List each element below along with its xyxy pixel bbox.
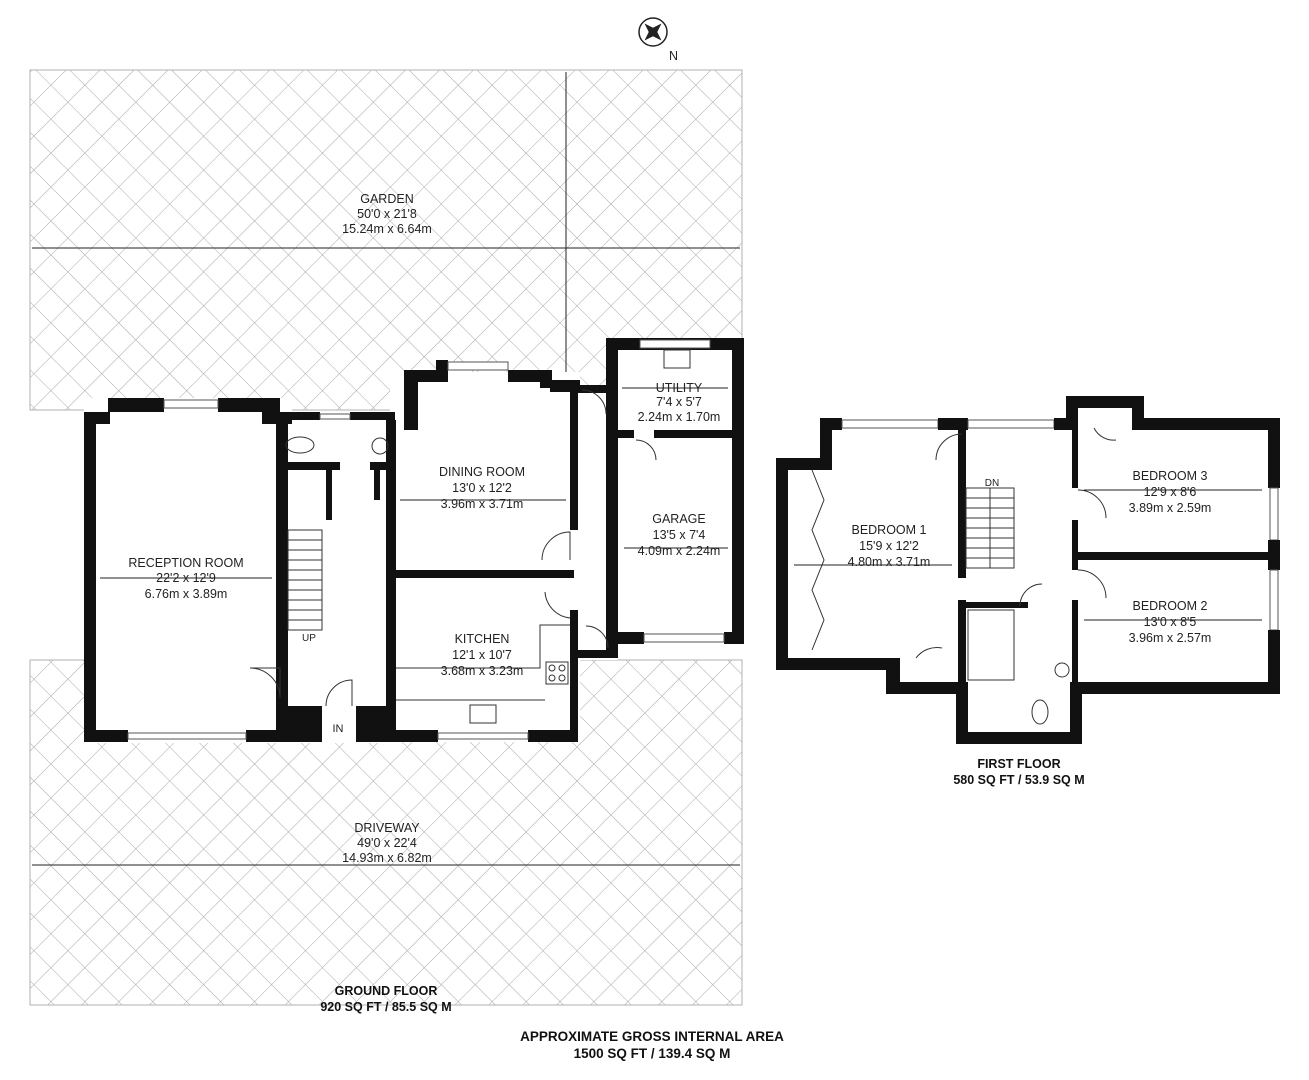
dining-room-imperial: 13'0 x 12'2: [452, 481, 512, 495]
ground-staircase: [287, 529, 323, 631]
stairs-up-label: UP: [302, 633, 316, 644]
first-floor-area: 580 SQ FT / 53.9 SQ M: [953, 773, 1084, 787]
bedroom-2-metric: 3.96m x 2.57m: [1129, 631, 1212, 645]
garage-imperial: 13'5 x 7'4: [653, 528, 706, 542]
bedroom-3-metric: 3.89m x 2.59m: [1129, 501, 1212, 515]
bedroom-1-name: BEDROOM 1: [851, 523, 926, 537]
first-floor-staircase: [965, 487, 1015, 569]
compass-icon: [638, 17, 668, 47]
ground-floor-plan: [84, 338, 744, 743]
utility-name: UTILITY: [656, 381, 703, 395]
kitchen-name: KITCHEN: [455, 632, 510, 646]
total-area-title: APPROXIMATE GROSS INTERNAL AREA: [520, 1029, 784, 1044]
north-label: N: [669, 49, 678, 63]
total-area-value: 1500 SQ FT / 139.4 SQ M: [574, 1046, 731, 1061]
garden-metric: 15.24m x 6.64m: [342, 222, 432, 236]
driveway-metric: 14.93m x 6.82m: [342, 851, 432, 865]
reception-room-metric: 6.76m x 3.89m: [145, 587, 228, 601]
kitchen-imperial: 12'1 x 10'7: [452, 648, 512, 662]
bedroom-3-name: BEDROOM 3: [1132, 469, 1207, 483]
bedroom-2-imperial: 13'0 x 8'5: [1144, 615, 1197, 629]
garage-metric: 4.09m x 2.24m: [638, 544, 721, 558]
dining-room-name: DINING ROOM: [439, 465, 525, 479]
ground-floor-area: 920 SQ FT / 85.5 SQ M: [320, 1000, 451, 1014]
first-floor-plan: [776, 396, 1280, 744]
bedroom-1-metric: 4.80m x 3.71m: [848, 555, 931, 569]
bedroom-1-imperial: 15'9 x 12'2: [859, 539, 919, 553]
kitchen-metric: 3.68m x 3.23m: [441, 664, 524, 678]
stairs-down-label: DN: [985, 478, 999, 489]
ground-floor-title: GROUND FLOOR: [335, 984, 438, 998]
garage-name: GARAGE: [652, 512, 706, 526]
entrance-label: IN: [333, 723, 344, 735]
driveway-name: DRIVEWAY: [354, 821, 420, 835]
reception-room-imperial: 22'2 x 12'9: [156, 571, 216, 585]
reception-room-name: RECEPTION ROOM: [128, 556, 243, 570]
dining-room-metric: 3.96m x 3.71m: [441, 497, 524, 511]
bedroom-2-name: BEDROOM 2: [1132, 599, 1207, 613]
garden-name: GARDEN: [360, 192, 413, 206]
bedroom-3-imperial: 12'9 x 8'6: [1144, 485, 1197, 499]
driveway-imperial: 49'0 x 22'4: [357, 836, 417, 850]
utility-imperial: 7'4 x 5'7: [656, 395, 702, 409]
first-floor-title: FIRST FLOOR: [977, 757, 1060, 771]
utility-metric: 2.24m x 1.70m: [638, 410, 721, 424]
garden-imperial: 50'0 x 21'8: [357, 207, 417, 221]
